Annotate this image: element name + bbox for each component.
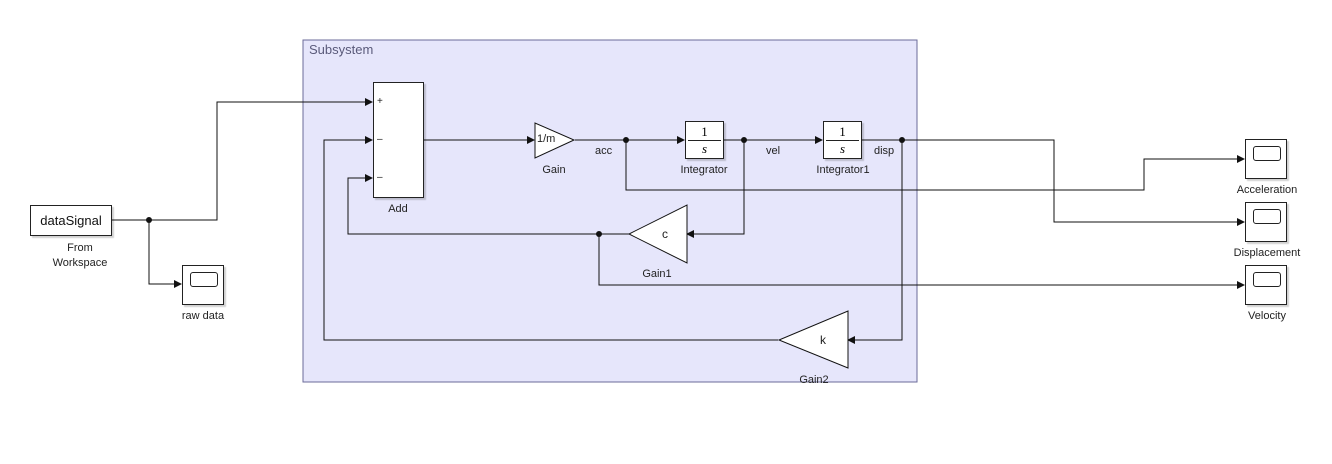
signal-acc-label: acc xyxy=(595,145,613,157)
raw-data-label: raw data xyxy=(181,310,225,322)
signal-vel-label: vel xyxy=(766,145,781,157)
scope-screen-icon xyxy=(1253,209,1281,224)
from-workspace-label: From Workspace xyxy=(52,242,108,269)
add-port-plus: + xyxy=(377,96,383,107)
junction-acc xyxy=(623,137,629,143)
line-input-to-add[interactable] xyxy=(112,98,373,221)
line-gain2-to-add[interactable] xyxy=(323,136,778,341)
gain1-block[interactable] xyxy=(627,204,688,264)
add-label: Add xyxy=(388,203,408,215)
line-vel-to-gain1[interactable] xyxy=(686,140,745,238)
add-block[interactable]: + – – xyxy=(373,82,424,198)
line-input-to-raw-scope[interactable] xyxy=(148,220,182,288)
scope-screen-icon xyxy=(1253,272,1281,287)
gain-value: 1/m xyxy=(537,133,556,145)
line-gain1-to-add[interactable] xyxy=(347,174,629,235)
integrator1-label: Integrator1 xyxy=(816,164,870,176)
junction-disp xyxy=(899,137,905,143)
displacement-scope[interactable] xyxy=(1245,202,1287,242)
line-acc-to-scope[interactable] xyxy=(625,140,1245,191)
gain2-value: k xyxy=(820,333,826,347)
add-port-minus-2: – xyxy=(377,172,383,183)
gain2-block[interactable] xyxy=(777,310,849,369)
junction-input xyxy=(146,217,152,223)
from-workspace-block[interactable]: dataSignal xyxy=(30,205,112,236)
gain2-label: Gain2 xyxy=(799,374,829,386)
subsystem-title: Subsystem xyxy=(309,42,374,57)
line-disp[interactable] xyxy=(862,139,1245,226)
from-workspace-value: dataSignal xyxy=(40,213,102,228)
gain1-value: c xyxy=(662,227,668,241)
gain-label: Gain xyxy=(542,164,566,176)
gain-block[interactable] xyxy=(534,122,576,159)
gain1-label: Gain1 xyxy=(642,268,672,280)
velocity-label: Velocity xyxy=(1248,310,1286,322)
add-port-minus-1: – xyxy=(377,134,383,145)
signal-disp-label: disp xyxy=(874,145,895,157)
line-to-velocity-scope[interactable] xyxy=(598,234,1245,289)
acceleration-scope[interactable] xyxy=(1245,139,1287,179)
displacement-label: Displacement xyxy=(1233,247,1301,259)
velocity-scope[interactable] xyxy=(1245,265,1287,305)
scope-screen-icon xyxy=(190,272,218,287)
junction-vel xyxy=(741,137,747,143)
integrator-label: Integrator xyxy=(680,164,728,176)
junction-gain1-out xyxy=(596,231,602,237)
raw-data-scope[interactable] xyxy=(182,265,224,305)
scope-screen-icon xyxy=(1253,146,1281,161)
acceleration-label: Acceleration xyxy=(1236,184,1298,196)
line-disp-to-gain2[interactable] xyxy=(847,140,903,344)
